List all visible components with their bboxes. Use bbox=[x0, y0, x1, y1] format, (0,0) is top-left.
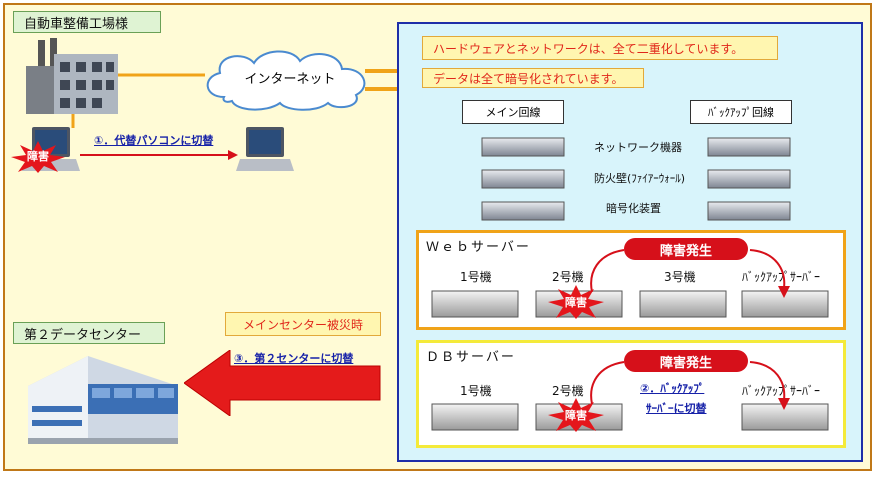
datacenter-switch-arrow bbox=[184, 350, 381, 416]
cloud-icon bbox=[206, 50, 366, 111]
web-alert-pill: 障害発生 bbox=[624, 238, 748, 260]
factory-icon bbox=[26, 38, 118, 114]
network-device-label: ネットワーク機器 bbox=[594, 141, 682, 154]
pc-switch-link[interactable]: ①．代替パソコンに切替 bbox=[94, 134, 214, 147]
disaster-callout: メインセンター被災時 bbox=[225, 312, 381, 336]
main-device-stack bbox=[481, 137, 565, 221]
db-failure-burst-icon bbox=[548, 398, 604, 432]
db-failover-arrows bbox=[590, 361, 790, 410]
db-server-label: 2号機 bbox=[552, 384, 584, 398]
encryption-notice: データは全て暗号化されています。 bbox=[422, 68, 644, 88]
db-alert-pill: 障害発生 bbox=[624, 350, 748, 372]
web-failover-arrows bbox=[590, 249, 790, 298]
pc-switch-arrow bbox=[80, 150, 238, 160]
web-server-label: 3号機 bbox=[664, 270, 696, 284]
backup-line-box: ﾊﾞｯｸｱｯﾌﾟ回線 bbox=[690, 100, 792, 124]
backup-device-stack bbox=[707, 137, 791, 221]
failure-burst-icon bbox=[11, 141, 65, 173]
factory-label: 自動車整備工場様 bbox=[13, 11, 161, 33]
redundancy-notice: ハードウェアとネットワークは、全て二重化しています。 bbox=[422, 36, 778, 60]
db-server-label: ﾊﾞｯｸｱｯﾌﾟｻｰﾊﾞｰ bbox=[742, 384, 821, 398]
web-failure-burst-icon bbox=[548, 285, 604, 319]
internet-label: インターネット bbox=[244, 72, 336, 87]
web-failure-badge: 障害 bbox=[565, 296, 587, 309]
db-switch-link-line1[interactable]: ②．ﾊﾞｯｸｱｯﾌﾟ bbox=[640, 382, 705, 395]
web-server-row bbox=[431, 290, 829, 318]
db-switch-link-line2[interactable]: ｻｰﾊﾞｰに切替 bbox=[646, 402, 707, 415]
laptop-icon-replacement bbox=[236, 127, 294, 171]
web-server-label: ﾊﾞｯｸｱｯﾌﾟｻｰﾊﾞｰ bbox=[742, 270, 821, 284]
encryption-device-label: 暗号化装置 bbox=[606, 202, 661, 215]
db-failure-badge: 障害 bbox=[565, 409, 587, 422]
datacenter-building-icon bbox=[28, 356, 178, 444]
web-server-label: 1号機 bbox=[460, 270, 492, 284]
firewall-label: 防火壁(ﾌｧｲｱｰｳｫｰﾙ) bbox=[594, 172, 686, 185]
datacenter-label: 第２データセンター bbox=[13, 322, 165, 344]
main-line-box: メイン回線 bbox=[462, 100, 564, 124]
pc-failure-badge: 障害 bbox=[27, 150, 49, 163]
web-section-title: Ｗｅｂサーバー bbox=[426, 240, 531, 255]
db-section-title: ＤＢサーバー bbox=[426, 350, 516, 365]
datacenter-switch-link[interactable]: ③．第２センターに切替 bbox=[234, 352, 354, 365]
web-server-label: 2号機 bbox=[552, 270, 584, 284]
db-server-label: 1号機 bbox=[460, 384, 492, 398]
